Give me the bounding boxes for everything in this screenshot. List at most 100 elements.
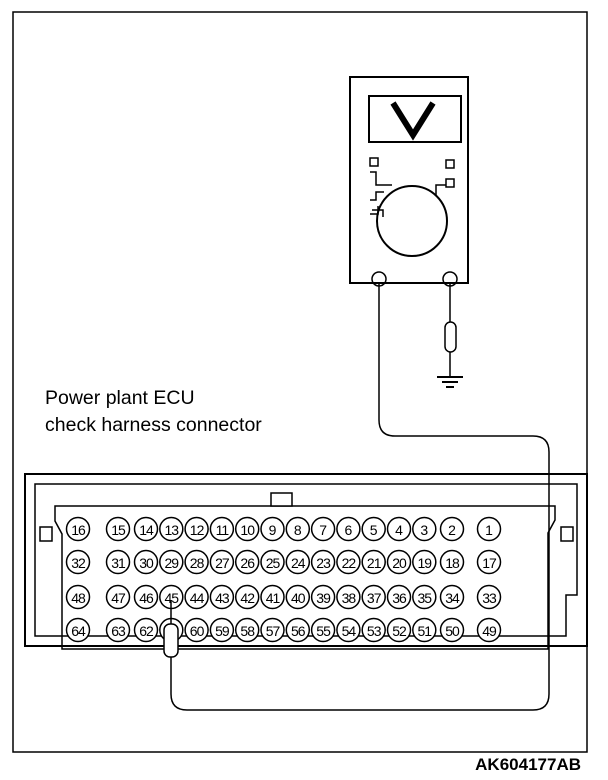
- pin-9: [260, 516, 285, 542]
- pin-label: 53: [367, 623, 382, 639]
- pin-label: 17: [482, 555, 497, 571]
- pin-label: 12: [190, 522, 205, 538]
- pin-11: [209, 516, 235, 542]
- pin-label: 20: [392, 555, 407, 571]
- pin-10: [234, 516, 260, 542]
- pin-label: 39: [316, 590, 331, 606]
- pin-label: 28: [190, 555, 205, 571]
- connector-outer-shell: [24, 473, 588, 647]
- pin-2: [439, 516, 465, 542]
- pin-label: 47: [111, 590, 126, 606]
- pin-49: [476, 617, 502, 643]
- pin-57: [260, 617, 285, 643]
- ground-symbol-icon: [437, 376, 463, 388]
- pin-label: 54: [342, 623, 357, 639]
- pin-label: 46: [139, 590, 154, 606]
- meter-dial: [376, 185, 448, 257]
- meter-range-marks: [370, 171, 446, 215]
- pin-21: [361, 549, 386, 575]
- pin-14: [133, 516, 159, 542]
- pin-34: [439, 584, 465, 610]
- pin-label: 10: [240, 522, 255, 538]
- pin-label: 25: [266, 555, 281, 571]
- test-leads: [163, 282, 550, 711]
- pin-59: [209, 617, 235, 643]
- pin-28: [184, 549, 209, 575]
- pin-label: 32: [71, 555, 86, 571]
- pin-43: [209, 584, 235, 610]
- pin-label: 59: [215, 623, 230, 639]
- pin-label: 36: [392, 590, 407, 606]
- pin-22: [336, 549, 361, 575]
- pin-31: [105, 549, 131, 575]
- pin-46: [133, 584, 159, 610]
- pin-3: [412, 516, 437, 542]
- pin-5: [361, 516, 386, 542]
- pin-15: [105, 516, 131, 542]
- pin-label: 22: [342, 555, 357, 571]
- pin-18: [439, 549, 465, 575]
- voltage-mode-icon: [390, 101, 436, 141]
- pin-label: 35: [418, 590, 433, 606]
- meter-button-right-top: [445, 159, 455, 169]
- pin-label: 1: [485, 522, 493, 538]
- pin-25: [260, 549, 285, 575]
- pin-label: 56: [291, 623, 306, 639]
- pin-label: 3: [420, 522, 428, 538]
- figure-frame: [12, 11, 588, 753]
- pin-label: 44: [190, 590, 205, 606]
- pin-label: 11: [216, 522, 230, 538]
- pin-29: [159, 549, 184, 575]
- pin-label: 26: [240, 555, 255, 571]
- connector-latch: [270, 492, 293, 507]
- pin-label: 13: [165, 522, 180, 538]
- pin-54: [336, 617, 361, 643]
- pin-label: 14: [139, 522, 154, 538]
- pin-label: 63: [111, 623, 126, 639]
- connector-face: [54, 505, 556, 650]
- connector-side-lock-left: [39, 526, 53, 542]
- pin-label: 45: [165, 590, 180, 606]
- pin-17: [476, 549, 502, 575]
- pin-label: 38: [342, 590, 357, 606]
- pin-38: [336, 584, 361, 610]
- pin-47: [105, 584, 131, 610]
- pin-label: 21: [367, 555, 382, 571]
- pin-1: [476, 516, 502, 542]
- pin-label: 24: [291, 555, 306, 571]
- pin-12: [184, 516, 209, 542]
- pin-label: 49: [482, 623, 497, 639]
- pin-label: 30: [139, 555, 154, 571]
- pin-label: 5: [370, 522, 378, 538]
- ground-probe: [444, 321, 457, 353]
- figure-code: AK604177AB: [475, 755, 581, 774]
- meter-button-left: [369, 157, 379, 167]
- pin-13: [159, 516, 184, 542]
- meter-body: [349, 76, 469, 284]
- pin-64: [65, 617, 91, 643]
- connector-inner-shell: [34, 483, 578, 637]
- pin-53: [361, 617, 386, 643]
- connector-label-line1: Power plant ECU: [45, 387, 195, 409]
- ecu-connector: [24, 473, 588, 650]
- pin-label: 23: [316, 555, 331, 571]
- pin-label: 27: [215, 555, 230, 571]
- meter-dial-pointer: [372, 209, 384, 217]
- pin-20: [386, 549, 412, 575]
- multimeter: [349, 76, 469, 287]
- pin-label: 18: [445, 555, 460, 571]
- pin-label: 7: [319, 522, 327, 538]
- pin-label: 4: [395, 522, 403, 538]
- pin-32: [65, 549, 91, 575]
- pin-label: 50: [445, 623, 460, 639]
- pin-label: 43: [215, 590, 230, 606]
- pin-label: 19: [418, 555, 433, 571]
- pin-19: [412, 549, 437, 575]
- pin-label: 55: [316, 623, 331, 639]
- pin-33: [476, 584, 502, 610]
- connector-label-line2: check harness connector: [45, 414, 262, 436]
- meter-display: [368, 95, 462, 143]
- pin-6: [336, 516, 361, 542]
- pin-7: [310, 516, 336, 542]
